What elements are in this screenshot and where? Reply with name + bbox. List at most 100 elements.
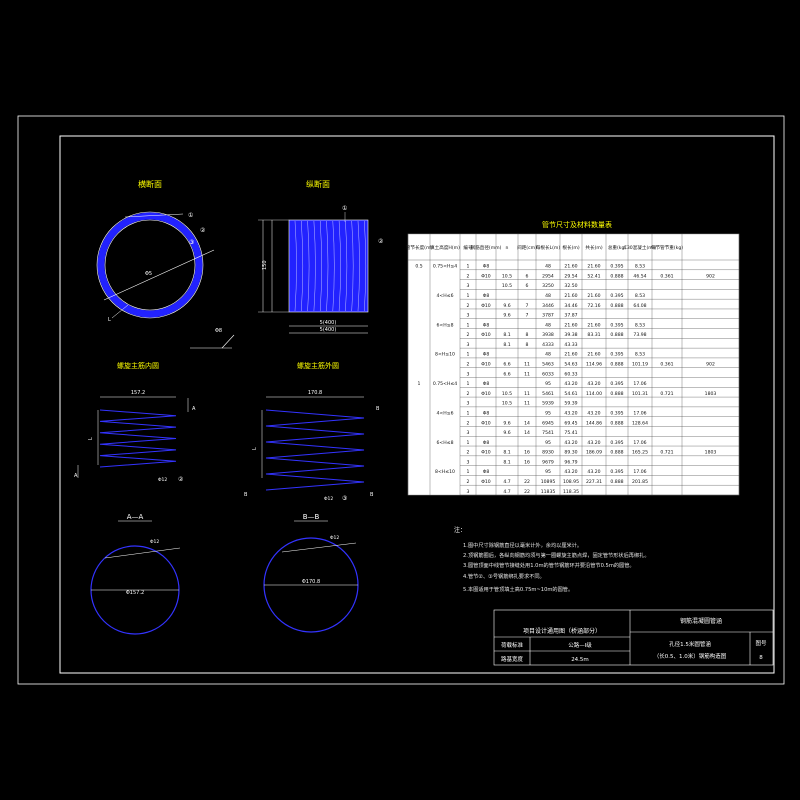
table-cell: 0.75<H≤4 [433, 381, 457, 387]
table-cell: 201.85 [632, 479, 648, 485]
table-cell: Φ8 [483, 322, 490, 328]
table-cell: 108.95 [563, 479, 579, 485]
table-cell: 43.20 [587, 381, 600, 387]
table-header-cell: 共长(m) [585, 244, 602, 251]
table-cell: Φ10 [481, 420, 491, 426]
table-cell: 17.06 [633, 469, 646, 475]
table-cell: 11 [524, 362, 530, 368]
table-cell: 128.64 [632, 420, 648, 426]
table-cell: 22 [524, 479, 530, 485]
table-cell: 3787 [542, 313, 554, 319]
table-cell: 48 [545, 264, 551, 270]
table-cell: 21.60 [587, 293, 600, 299]
table-cell: Φ8 [483, 264, 490, 270]
table-cell: 7 [526, 313, 529, 319]
table-cell: 43.33 [564, 342, 577, 348]
table-cell: 21.60 [564, 264, 577, 270]
long-section-rebar-line [326, 220, 329, 312]
table-header-cell: n [506, 246, 509, 251]
table-cell: 1 [467, 352, 470, 358]
table-cell: 10.5 [502, 391, 512, 397]
table-cell: 6<H≤8 [437, 322, 454, 328]
table-cell: 2 [467, 362, 470, 368]
table-cell: 4.7 [503, 479, 510, 485]
outer-spiral-title: 螺旋主筋外圆 [297, 361, 339, 370]
table-cell: 0.721 [660, 391, 673, 397]
table-cell: 22 [524, 489, 530, 495]
long-section-dim-left: 150 [262, 260, 268, 270]
title-load-value: 公路—I级 [568, 641, 592, 649]
outer-spiral-bar-mark: Φ12 [324, 496, 333, 502]
table-cell: 1 [467, 469, 470, 475]
table-cell: 8.53 [635, 293, 645, 299]
table-cell: 8.1 [503, 450, 510, 456]
table-cell: 11 [524, 391, 530, 397]
table-cell: 0.888 [610, 391, 623, 397]
table-cell: 43.20 [564, 410, 577, 416]
table-cell: 2 [467, 391, 470, 397]
long-section-rebar-line [364, 220, 366, 312]
outer-spiral-label-l: L [252, 447, 258, 450]
table-cell: 3 [467, 401, 470, 407]
note-5: 5.本图适用于管顶填土高0.75m~10m的圆管。 [463, 585, 573, 593]
table-cell: 1 [467, 293, 470, 299]
table-cell: 11 [524, 401, 530, 407]
table-cell: 101.31 [632, 391, 648, 397]
title-block [493, 609, 774, 666]
table-cell: 0.395 [610, 322, 623, 328]
table-cell: Φ10 [481, 479, 491, 485]
table-cell: 21.60 [587, 322, 600, 328]
table-cell: 1 [467, 410, 470, 416]
section-bb-dia: Φ170.8 [302, 579, 320, 585]
table-cell: Φ10 [481, 450, 491, 456]
table-cell: 4333 [542, 342, 554, 348]
table-cell: 37.87 [564, 313, 577, 319]
table-cell: 0.888 [610, 420, 623, 426]
title-sheet-label: 图号 [755, 639, 767, 647]
table-cell: 165.25 [632, 450, 648, 456]
table-cell: 11835 [541, 489, 556, 495]
table-cell: 2 [467, 479, 470, 485]
notes-title: 注： [454, 526, 466, 534]
table-cell: 0.5 [415, 264, 422, 270]
table-cell: 5461 [542, 391, 554, 397]
table-cell: 8.1 [503, 342, 510, 348]
table-header-cell: 每节管节重(kg) [651, 244, 683, 251]
table-cell: 95 [545, 469, 551, 475]
outer-spiral-section-b-left: B [244, 492, 248, 498]
table-cell: 9.6 [503, 303, 510, 309]
table-cell: 2 [467, 450, 470, 456]
cross-section-view: 横断面 Φ5 ① ② ③ L [96, 179, 215, 323]
inner-spiral-rebar [99, 409, 177, 468]
table-cell: 9.6 [503, 420, 510, 426]
table-cell: 34.46 [564, 303, 577, 309]
long-section-view: 纵断面 150 5(400) 5(400) ① ② [258, 179, 384, 334]
table-cell: 3 [467, 283, 470, 289]
table-cell: 48 [545, 352, 551, 358]
table-cell: 16 [524, 450, 530, 456]
table-cell: 7541 [542, 430, 554, 436]
long-section-dim-width: 5(400) [320, 320, 337, 326]
section-bb-title: B—B [303, 513, 320, 521]
inner-spiral-section-a-left: A [74, 473, 78, 479]
table-cell: 2 [467, 332, 470, 338]
table-cell: 21.60 [564, 322, 577, 328]
long-section-rebar-line [338, 220, 341, 312]
table-cell: 1 [467, 440, 470, 446]
long-section-rebar-line [332, 220, 335, 312]
table-cell: Φ10 [481, 391, 491, 397]
table-cell: 6.6 [503, 362, 510, 368]
table-cell: 3 [467, 313, 470, 319]
table-cell: 3 [467, 489, 470, 495]
table-cell: 43.20 [587, 440, 600, 446]
table-cell: 8.53 [635, 264, 645, 270]
table-cell: 3938 [542, 332, 554, 338]
title-width-value: 24.5m [571, 657, 589, 663]
note-1: 1.图中尺寸除钢筋直径以毫米计外，余均以厘米计。 [463, 541, 582, 549]
title-width-label: 路基宽度 [501, 655, 524, 663]
table-cell: 6<H≤8 [437, 440, 454, 446]
table-cell: 5463 [542, 362, 554, 368]
table-cell: 0.888 [610, 332, 623, 338]
table-cell: 2 [467, 303, 470, 309]
table-cell: 4<H≤6 [437, 410, 454, 416]
